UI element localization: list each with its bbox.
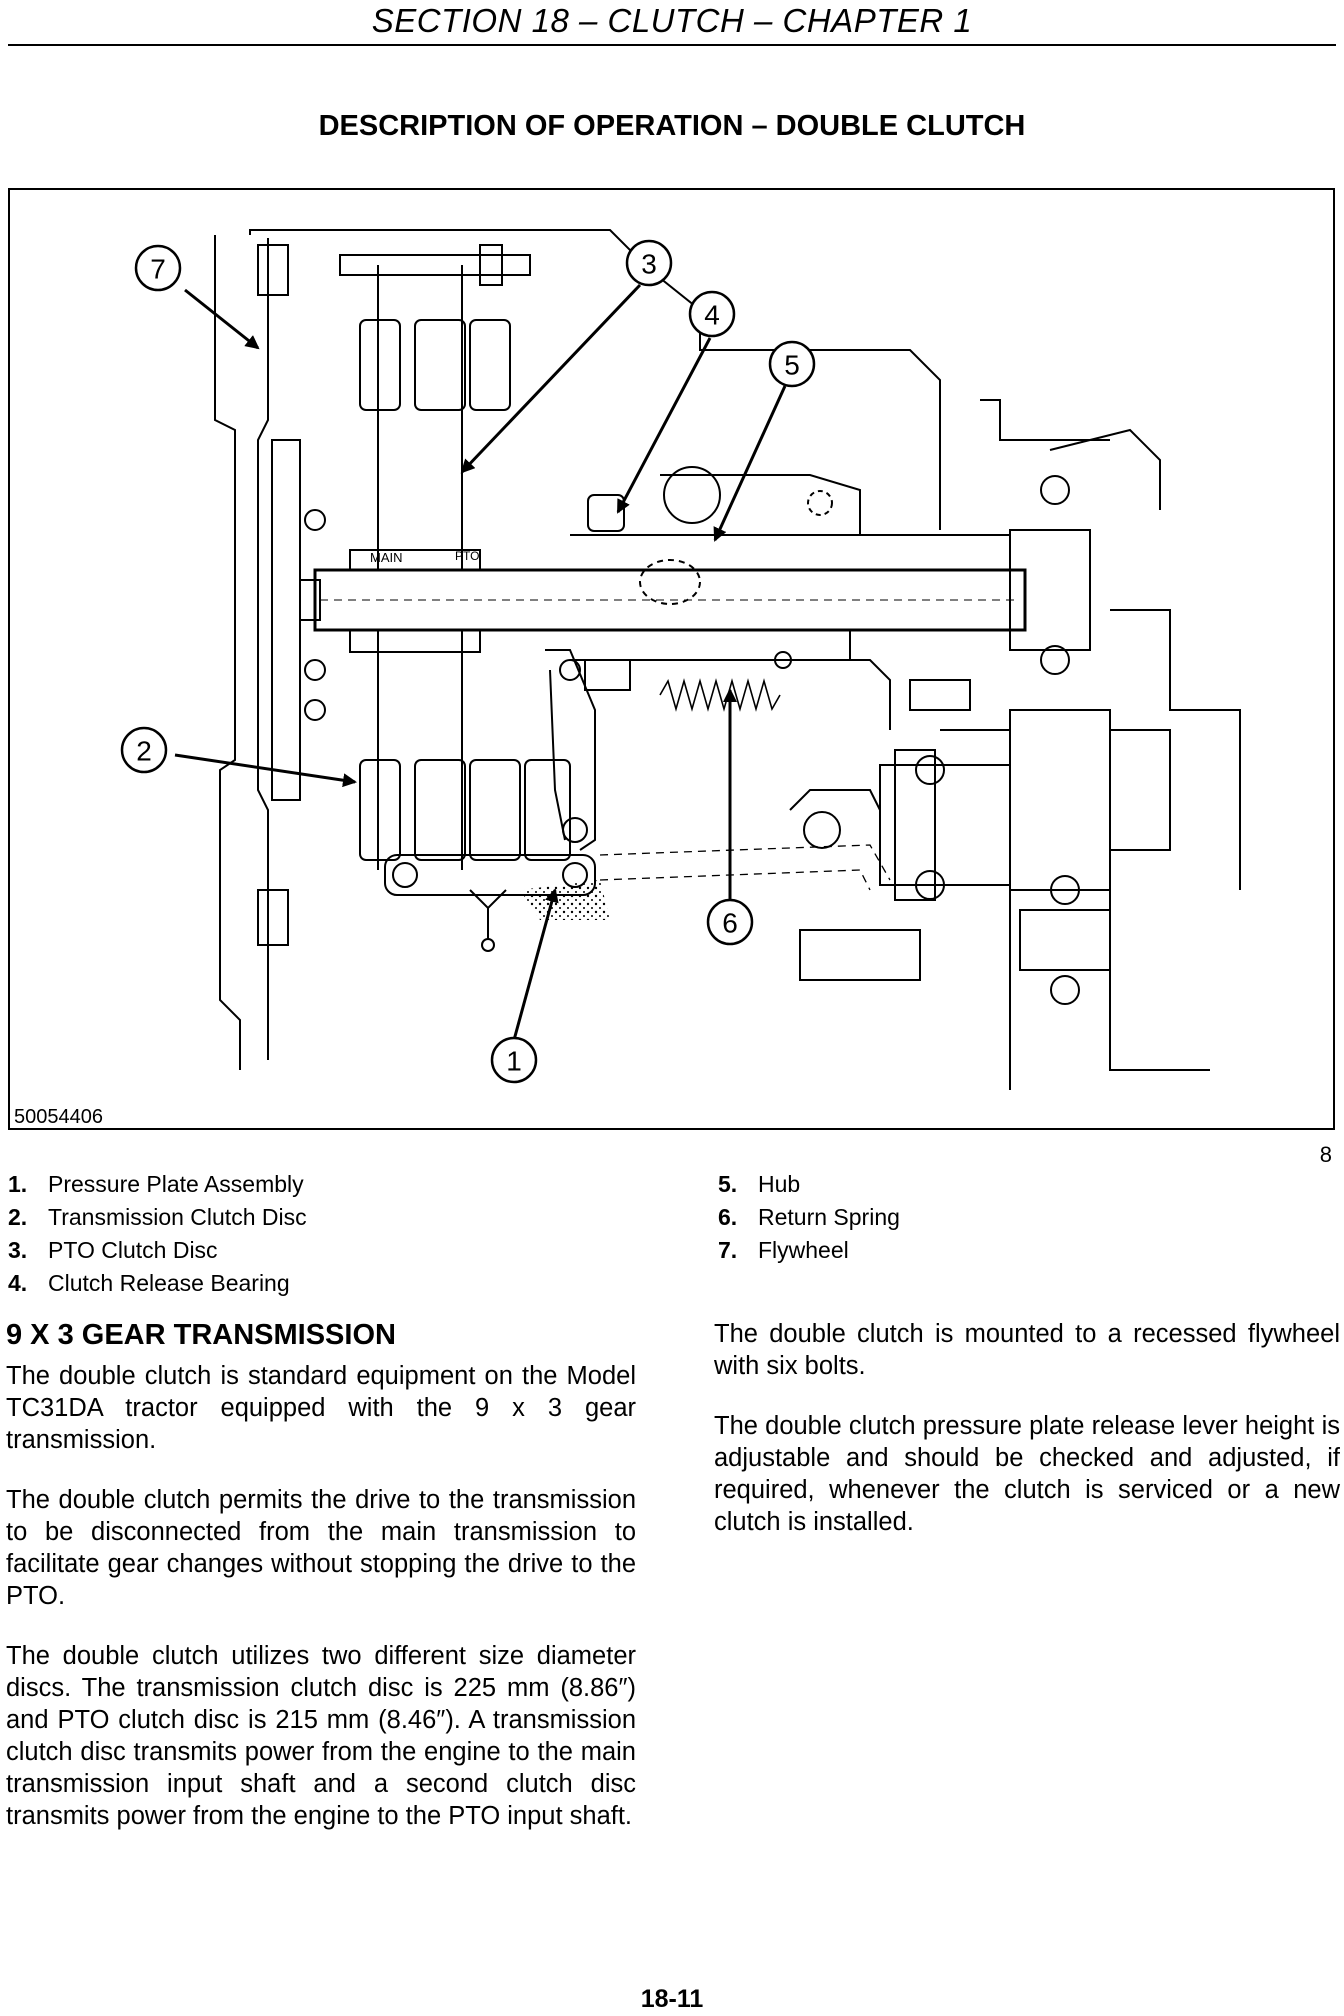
callout-7-number: 7 — [150, 254, 166, 285]
legend-item: 1. Pressure Plate Assembly — [8, 1168, 307, 1201]
legend-num: 3. — [8, 1237, 28, 1263]
legend-item: 5. Hub — [718, 1168, 900, 1201]
legend-item: 6. Return Spring — [718, 1201, 900, 1234]
callout-1-number: 1 — [506, 1046, 522, 1077]
legend-label: Pressure Plate Assembly — [48, 1171, 304, 1197]
clutch-drawing: MAIN PTO 1 2 3 4 5 6 — [120, 229, 1241, 1090]
paragraph: The double clutch utilizes two different… — [6, 1642, 636, 1830]
legend-label: Clutch Release Bearing — [48, 1270, 290, 1296]
left-column: 9 X 3 GEAR TRANSMISSION The double clutc… — [6, 1318, 636, 1860]
page-header: SECTION 18 – CLUTCH – CHAPTER 1 — [8, 0, 1336, 46]
callout-5-bubble — [768, 340, 816, 388]
legend-right: 5. Hub 6. Return Spring 7. Flywheel — [718, 1168, 900, 1267]
page-heading: DESCRIPTION OF OPERATION – DOUBLE CLUTCH — [318, 110, 1026, 142]
callout-7-bubble — [134, 244, 182, 292]
callout-4-bubble — [688, 290, 736, 338]
pto-label: PTO — [455, 549, 479, 563]
callout-6-bubble — [706, 898, 754, 946]
legend-num: 5. — [718, 1171, 738, 1197]
legend-item: 7. Flywheel — [718, 1234, 900, 1267]
paragraph: The double clutch pressure plate release… — [714, 1412, 1340, 1536]
callout-3-arrow — [460, 283, 642, 474]
right-column: The double clutch is mounted to a recess… — [714, 1318, 1340, 1566]
legend-item: 4. Clutch Release Bearing — [8, 1267, 307, 1300]
callout-1-bubble — [490, 1036, 538, 1084]
section-title: SECTION 18 – CLUTCH – CHAPTER 1 — [371, 2, 973, 39]
legend-left: 1. Pressure Plate Assembly 2. Transmission… — [8, 1168, 307, 1300]
callout-3-bubble — [625, 239, 673, 287]
legend-num: 4. — [8, 1270, 28, 1296]
callout-6-number: 6 — [722, 908, 738, 939]
callout-2-arrow — [174, 753, 357, 788]
paragraph: The double clutch permits the drive to t… — [6, 1486, 636, 1610]
callout-1-arrow — [512, 888, 559, 1041]
legend-label: Transmission Clutch Disc — [48, 1204, 307, 1230]
clutch-diagram: MAIN PTO 1 2 3 4 5 6 — [8, 188, 1335, 1130]
legend-label: Return Spring — [758, 1204, 900, 1230]
legend-num: 2. — [8, 1204, 28, 1230]
paragraph: The double clutch is standard equipment … — [6, 1362, 636, 1454]
legend-num: 6. — [718, 1204, 738, 1230]
callout-4-number: 4 — [704, 300, 720, 331]
legend-num: 7. — [718, 1237, 738, 1263]
figure-id: 50054406 — [14, 1106, 103, 1128]
legend-num: 1. — [8, 1171, 28, 1197]
legend-label: Flywheel — [758, 1237, 849, 1263]
callout-4-arrow — [616, 337, 712, 514]
main-label: MAIN — [370, 550, 403, 565]
callout-3-number: 3 — [641, 249, 657, 280]
callout-2-bubble — [120, 726, 168, 774]
section-heading: 9 X 3 GEAR TRANSMISSION — [6, 1319, 396, 1351]
paragraph: The double clutch is mounted to a recess… — [714, 1320, 1340, 1380]
page-number: 18-11 — [640, 1985, 704, 2013]
legend-item: 2. Transmission Clutch Disc — [8, 1201, 307, 1234]
callout-5-arrow — [713, 385, 787, 542]
legend-label: Hub — [758, 1171, 801, 1197]
legend-item: 3. PTO Clutch Disc — [8, 1234, 307, 1267]
callout-7-arrow — [184, 288, 260, 350]
callout-2-number: 2 — [136, 736, 152, 767]
figure-number: 8 — [1319, 1142, 1332, 1167]
legend-label: PTO Clutch Disc — [48, 1237, 218, 1263]
callout-5-number: 5 — [784, 350, 800, 381]
